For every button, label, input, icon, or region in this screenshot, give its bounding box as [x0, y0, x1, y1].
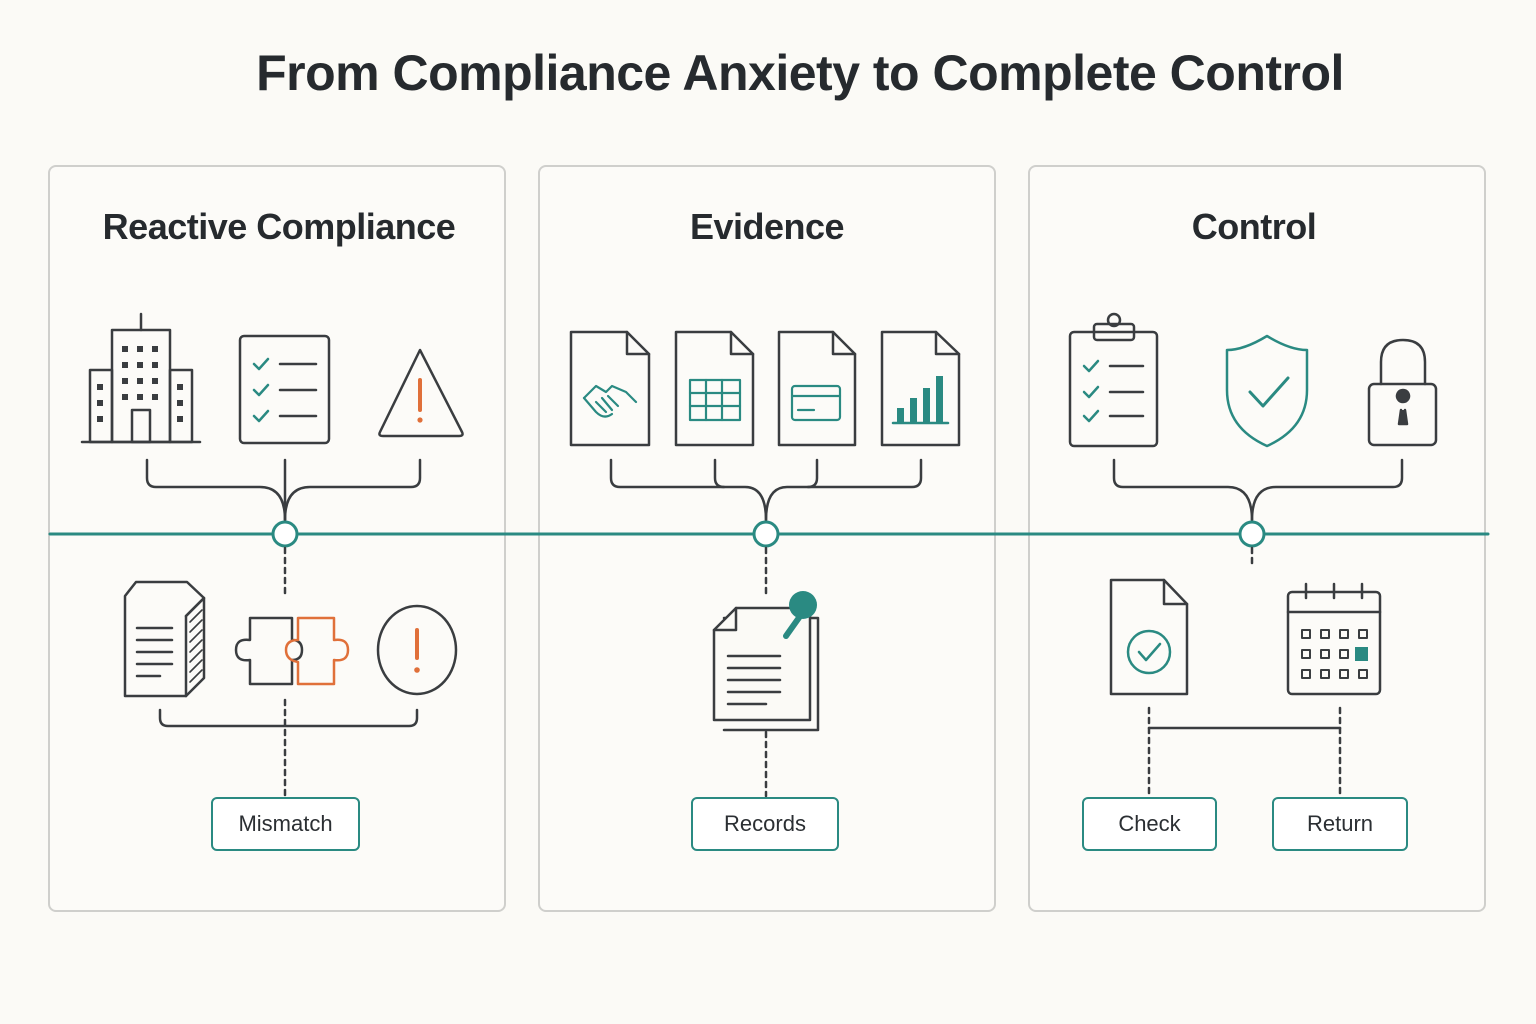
padlock-icon: [1367, 338, 1438, 447]
timeline: [48, 520, 1490, 548]
pinned-records-icon: [712, 591, 820, 732]
bar-chart-document-icon: [880, 330, 961, 447]
connector-top-3: [1112, 458, 1404, 522]
handshake-document-icon: [569, 330, 651, 447]
connector-top-1: [145, 458, 422, 522]
page-title: From Compliance Anxiety to Complete Cont…: [256, 45, 1344, 101]
stacked-documents-icon: [123, 580, 206, 698]
warning-icon: [378, 348, 464, 438]
spreadsheet-document-icon: [674, 330, 755, 447]
label-mismatch: Mismatch: [211, 797, 360, 851]
connector-bottom-1: [158, 698, 419, 798]
building-icon: [80, 312, 202, 444]
alert-circle-icon: [376, 604, 458, 696]
shield-check-icon: [1225, 334, 1309, 448]
label-check: Check: [1082, 797, 1217, 851]
panel-title-evidence: Evidence: [689, 206, 845, 247]
checklist-icon: [238, 334, 331, 445]
timeline-node-1: [271, 520, 299, 548]
card-document-icon: [777, 330, 857, 447]
connector-bottom-3: [1147, 706, 1342, 798]
label-records: Records: [691, 797, 839, 851]
connector-top-2: [609, 458, 923, 522]
verified-document-icon: [1109, 578, 1189, 696]
panel-title-reactive-compliance: Reactive Compliance: [102, 206, 456, 247]
clipboard-checklist-icon: [1068, 312, 1159, 448]
timeline-node-3: [1238, 520, 1266, 548]
puzzle-pieces-icon: [234, 616, 350, 686]
panel-title-control: Control: [1191, 206, 1317, 247]
timeline-node-2: [752, 520, 780, 548]
calendar-icon: [1286, 582, 1382, 696]
label-return: Return: [1272, 797, 1408, 851]
